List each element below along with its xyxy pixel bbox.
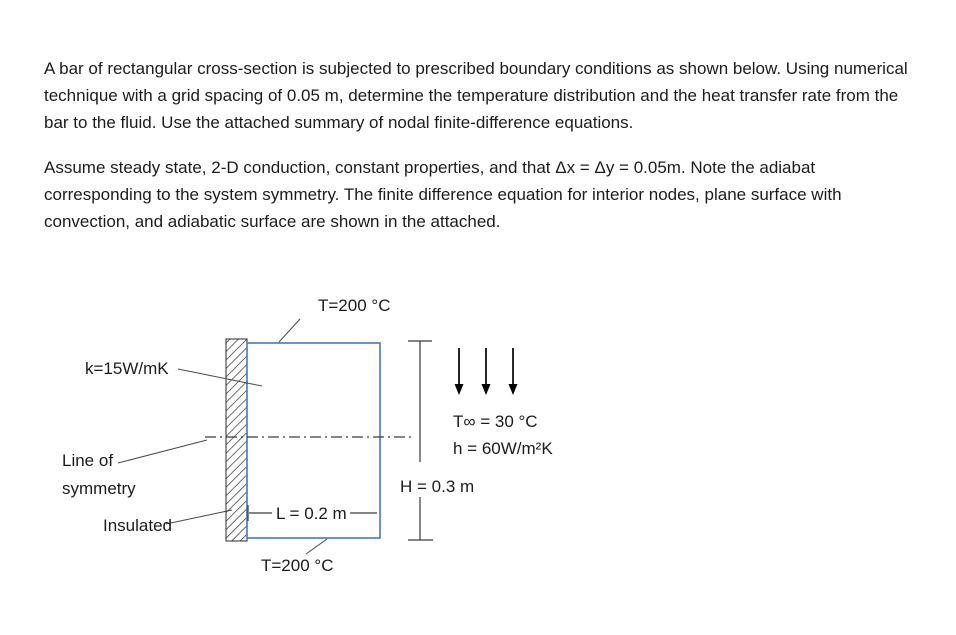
convection-coeff-label: h = 60W/m²K (453, 439, 553, 458)
leader-line-bottom-temp (305, 538, 328, 555)
leader-line-symmetry (117, 439, 208, 464)
flux-arrow (481, 348, 491, 395)
leader-line-top-temp (278, 318, 301, 343)
paragraph-problem-statement: A bar of rectangular cross-section is su… (44, 59, 908, 132)
symmetry-label-line1: Line of (62, 451, 114, 470)
flux-arrow (454, 348, 464, 395)
symmetry-label-line2: symmetry (62, 479, 136, 498)
conductivity-label: k=15W/mK (85, 359, 169, 378)
bottom-temp-label: T=200 °C (261, 556, 334, 575)
heat-flux-arrows (454, 348, 518, 395)
top-temp-label: T=200 °C (318, 296, 391, 315)
width-dimension-line (247, 505, 377, 521)
flux-arrow (508, 348, 518, 395)
height-dimension-line (408, 340, 433, 541)
width-dim-label: L = 0.2 m (276, 504, 347, 523)
leader-line-conductivity (177, 368, 263, 387)
leader-line-insulated (165, 509, 233, 525)
insulated-label: Insulated (103, 516, 172, 535)
bar-outline (246, 342, 381, 539)
paragraph-assumptions: Assume steady state, 2-D conduction, con… (44, 158, 842, 231)
fluid-temp-label: T∞ = 30 °C (453, 412, 538, 431)
height-dim-label: H = 0.3 m (400, 477, 475, 496)
problem-text: A bar of rectangular cross-section is su… (44, 55, 924, 235)
